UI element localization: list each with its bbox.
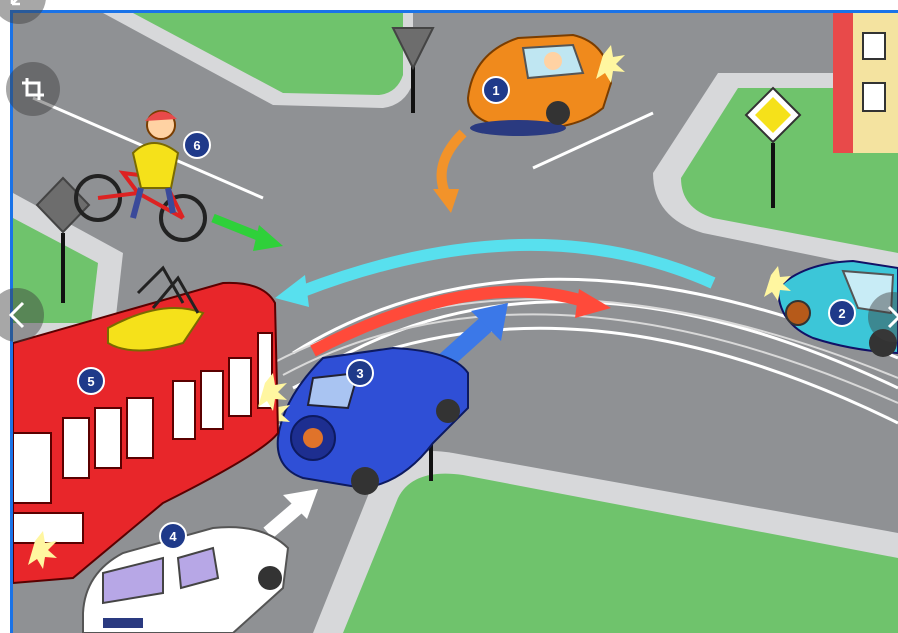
badge-2: 2 <box>829 300 855 326</box>
badge-3: 3 <box>347 360 373 386</box>
svg-text:4: 4 <box>169 529 177 544</box>
svg-text:6: 6 <box>193 138 200 153</box>
chevron-left-icon <box>5 300 29 330</box>
svg-text:1: 1 <box>492 83 499 98</box>
crop-button[interactable] <box>6 62 60 116</box>
svg-text:2: 2 <box>838 306 845 321</box>
expand-corner-icon <box>8 0 30 8</box>
svg-text:3: 3 <box>356 366 363 381</box>
badge-4: 4 <box>160 523 186 549</box>
crop-icon <box>20 76 46 102</box>
badge-5: 5 <box>78 368 104 394</box>
badge-1: 1 <box>483 77 509 103</box>
svg-text:5: 5 <box>87 374 94 389</box>
chevron-right-icon <box>883 304 898 330</box>
badge-6: 6 <box>184 132 210 158</box>
image-frame: 1 2 3 4 5 6 <box>10 10 898 633</box>
building <box>833 13 898 153</box>
intersection-illustration: 1 2 3 4 5 6 <box>13 13 898 633</box>
